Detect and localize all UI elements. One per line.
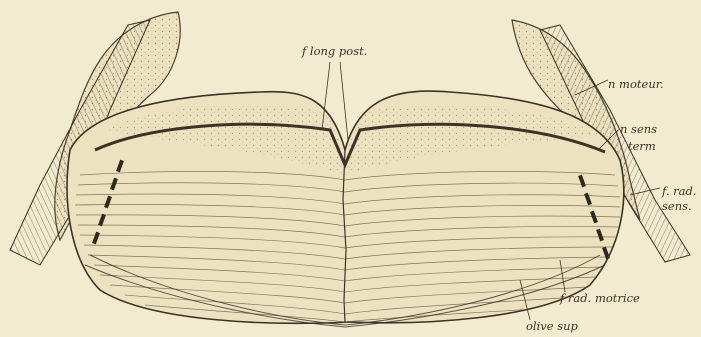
label-f-long-post: f long post. [301, 44, 367, 58]
label-f-rad-sens-line1: f. rad. [661, 184, 697, 198]
label-n-sens-line2: term [628, 139, 656, 153]
label-n-sens-line1: n sens [620, 122, 657, 136]
label-f-rad-motrice: f rad. motrice [559, 291, 640, 305]
label-n-moteur: n moteur. [608, 77, 664, 91]
label-f-rad-sens-line2: sens. [662, 199, 692, 213]
label-olive-sup: olive sup [526, 319, 579, 333]
